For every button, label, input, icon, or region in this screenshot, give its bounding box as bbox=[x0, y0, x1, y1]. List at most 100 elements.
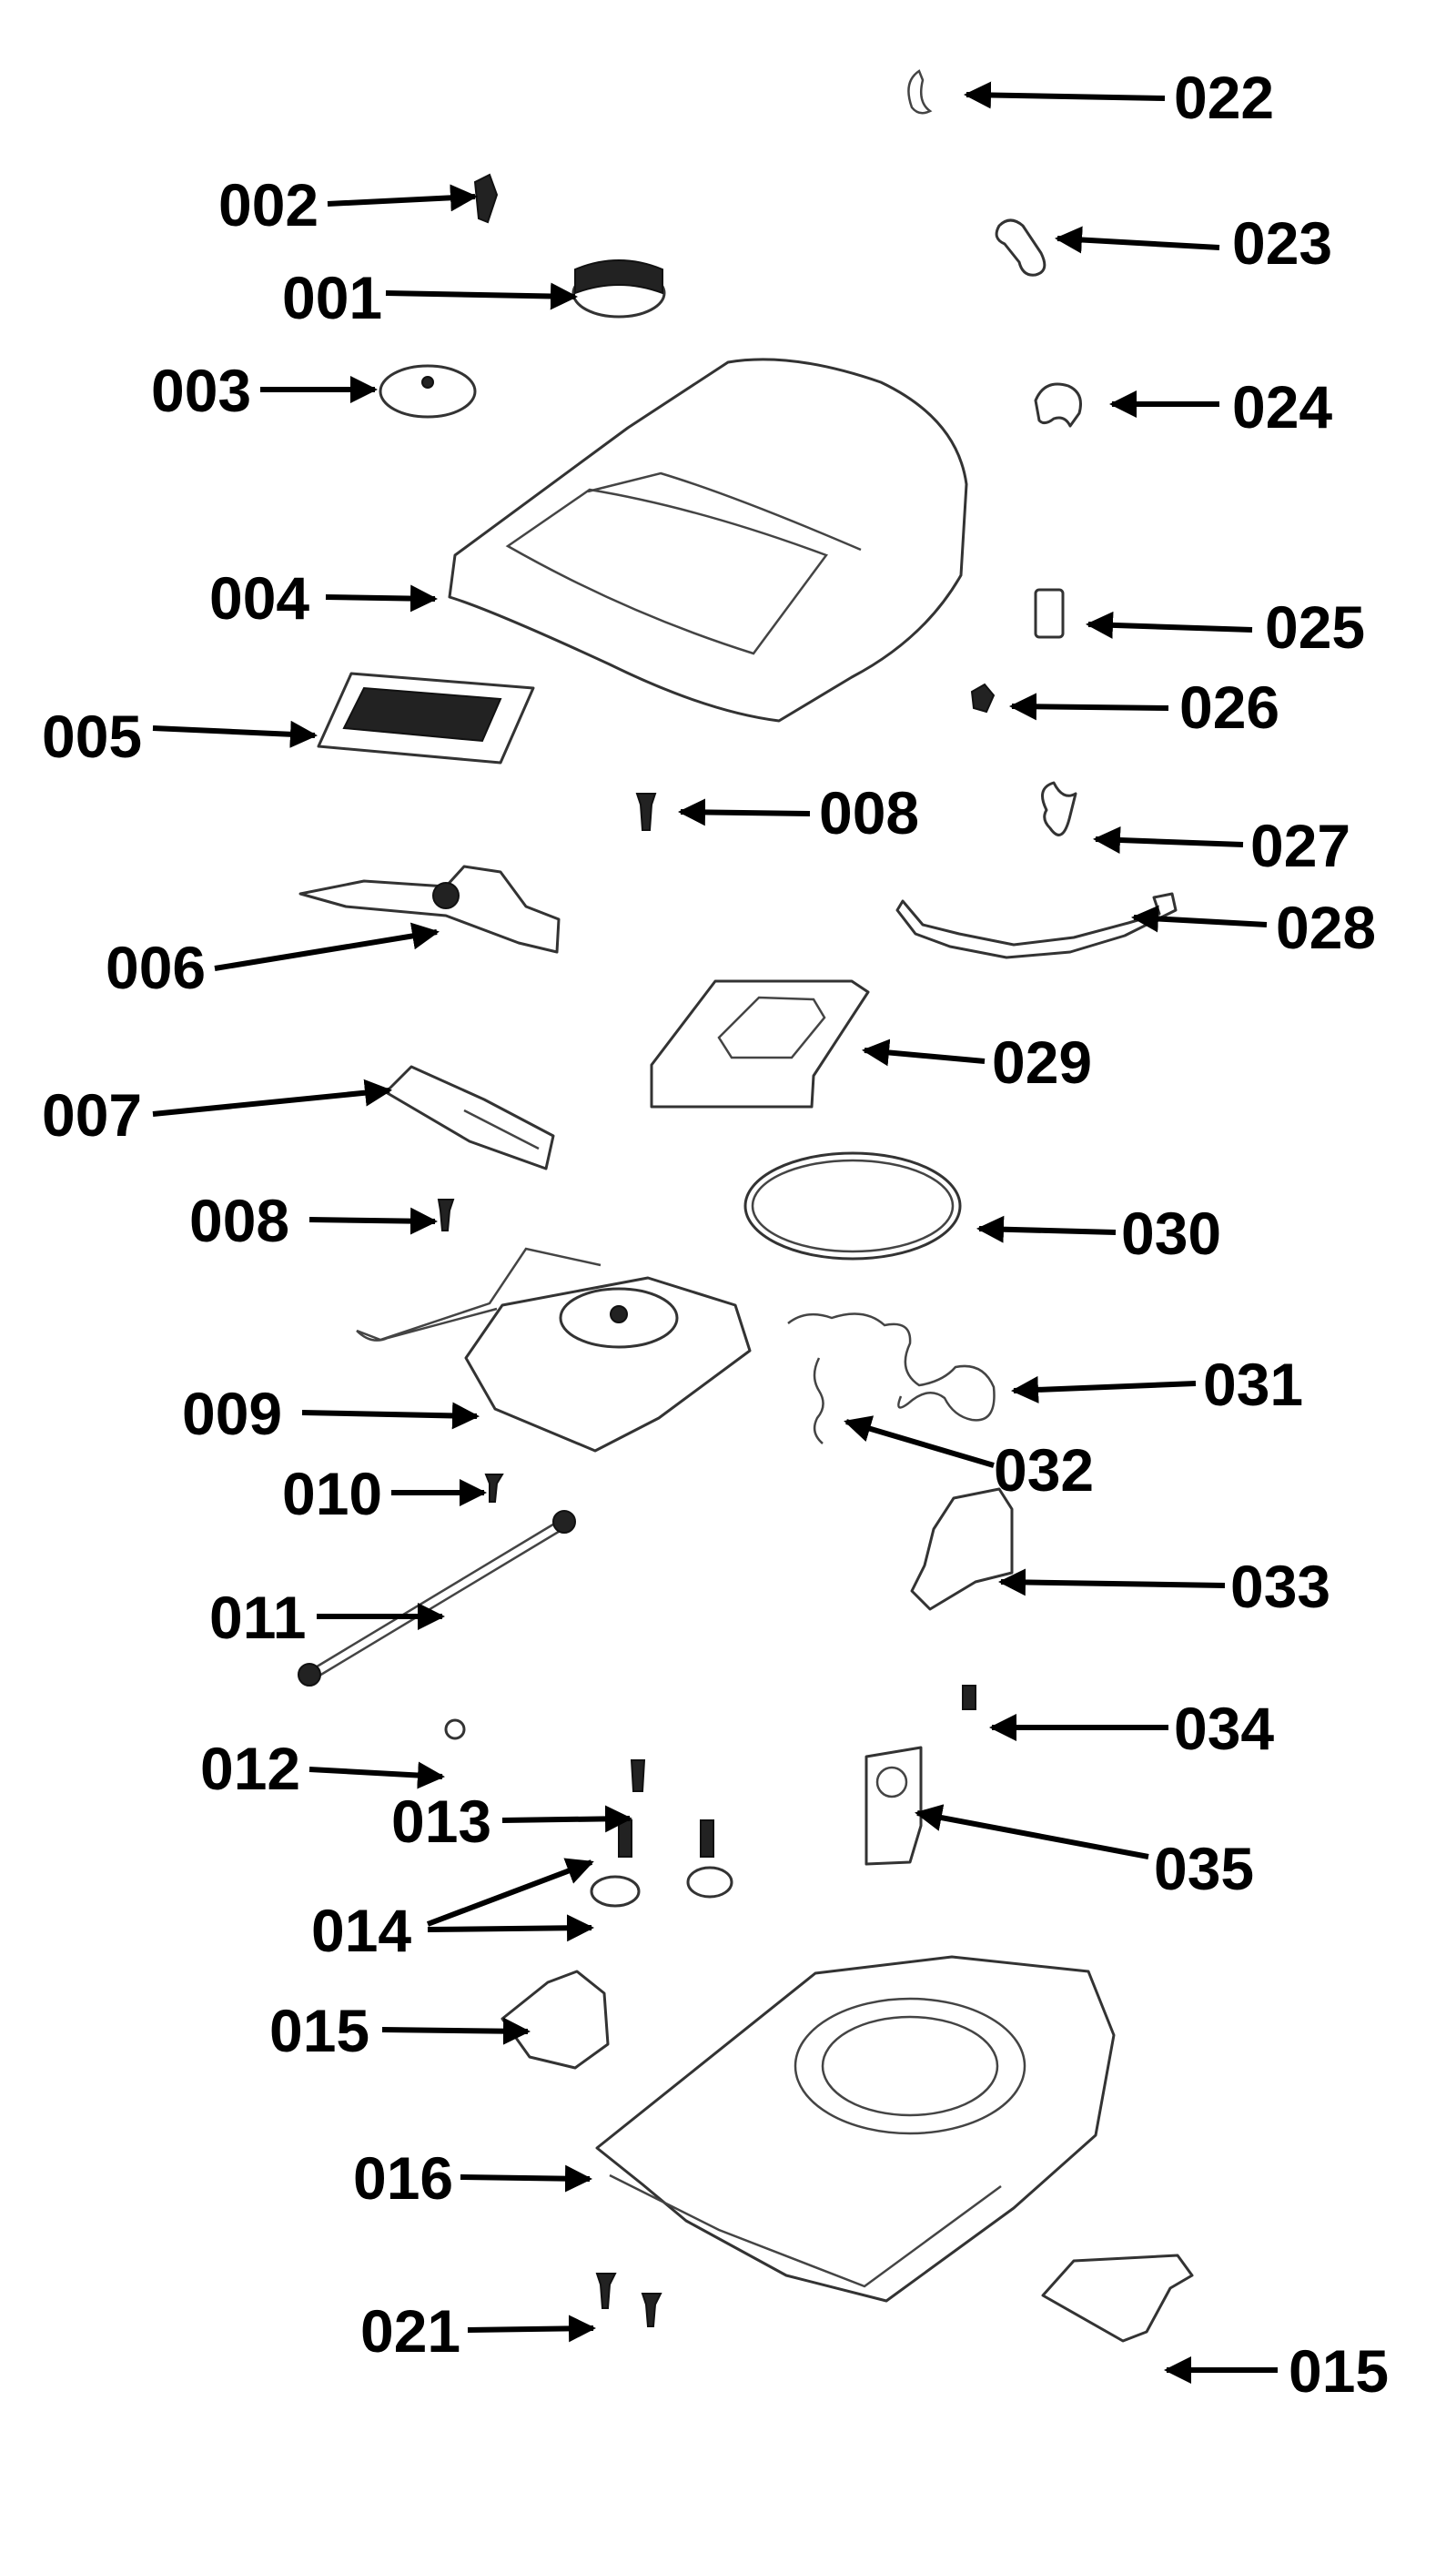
part-025 bbox=[1034, 588, 1065, 639]
callout-005: 005 bbox=[42, 703, 142, 770]
part-033 bbox=[910, 1487, 1014, 1611]
leader-014a bbox=[426, 1858, 594, 1927]
leader-008a bbox=[678, 798, 811, 826]
part-028 bbox=[895, 892, 1178, 959]
part-035-hole bbox=[875, 1766, 908, 1798]
part-006 bbox=[298, 865, 561, 954]
callout-030: 030 bbox=[1121, 1200, 1221, 1267]
part-016-bowl bbox=[794, 1997, 1026, 2135]
callout-022: 022 bbox=[1174, 64, 1274, 131]
leader-033 bbox=[998, 1568, 1226, 1596]
part-006-roller bbox=[432, 882, 460, 909]
callout-016: 016 bbox=[353, 2144, 453, 2212]
callout-028: 028 bbox=[1276, 894, 1376, 961]
leader-028 bbox=[1131, 905, 1268, 933]
part-008-upper bbox=[635, 793, 657, 831]
callout-001: 001 bbox=[282, 264, 382, 331]
leader-032 bbox=[844, 1415, 995, 1468]
leader-029 bbox=[862, 1038, 986, 1067]
part-009-lever bbox=[356, 1247, 602, 1342]
part-011-end-bottom bbox=[298, 1663, 321, 1687]
callout-034: 034 bbox=[1174, 1695, 1274, 1762]
callout-027: 027 bbox=[1250, 812, 1350, 879]
part-015-upper bbox=[500, 1970, 610, 2070]
part-029 bbox=[650, 979, 870, 1109]
callout-035: 035 bbox=[1154, 1835, 1254, 1902]
leader-030 bbox=[976, 1215, 1117, 1243]
part-016-bowl-inner bbox=[821, 2015, 999, 2117]
callout-033: 033 bbox=[1230, 1553, 1330, 1620]
leader-006 bbox=[214, 922, 440, 971]
part-001-side bbox=[574, 259, 663, 295]
part-013 bbox=[630, 1759, 646, 1792]
leader-012 bbox=[308, 1761, 445, 1789]
part-024 bbox=[1034, 382, 1082, 428]
part-004-ridge bbox=[587, 471, 862, 552]
part-031 bbox=[787, 1312, 996, 1422]
leader-015a bbox=[381, 2017, 531, 2045]
part-022 bbox=[907, 69, 933, 115]
leader-031 bbox=[1011, 1375, 1197, 1403]
part-030 bbox=[743, 1151, 962, 1261]
leader-026 bbox=[1009, 693, 1169, 721]
callout-006: 006 bbox=[106, 934, 206, 1001]
callout-008-lower: 008 bbox=[189, 1187, 289, 1254]
callout-014: 014 bbox=[311, 1897, 411, 1964]
callout-012: 012 bbox=[200, 1735, 300, 1802]
part-009 bbox=[464, 1276, 752, 1453]
part-014-right bbox=[700, 1819, 714, 1858]
leader-025 bbox=[1086, 611, 1253, 639]
part-029-window bbox=[717, 996, 826, 1059]
part-014-pad-right bbox=[686, 1866, 733, 1899]
leader-016 bbox=[460, 2164, 592, 2193]
leader-005 bbox=[152, 720, 318, 748]
leader-014b bbox=[427, 1914, 594, 1942]
part-012 bbox=[444, 1718, 466, 1740]
part-034 bbox=[962, 1685, 976, 1710]
part-003 bbox=[379, 364, 477, 419]
callout-002: 002 bbox=[218, 171, 318, 238]
callout-015-upper: 015 bbox=[269, 1997, 369, 2064]
callout-008-upper: 008 bbox=[819, 779, 919, 846]
callout-025: 025 bbox=[1265, 593, 1365, 661]
callout-032: 032 bbox=[994, 1436, 1094, 1504]
callout-009: 009 bbox=[182, 1380, 282, 1447]
leader-022 bbox=[964, 81, 1166, 109]
part-003-hub bbox=[421, 376, 434, 389]
callout-024: 024 bbox=[1232, 373, 1332, 441]
part-021-b bbox=[641, 2293, 662, 2327]
part-004 bbox=[448, 358, 968, 723]
part-008-lower bbox=[437, 1199, 455, 1231]
leader-023 bbox=[1055, 226, 1220, 254]
part-007 bbox=[384, 1065, 555, 1170]
leader-004 bbox=[325, 584, 438, 613]
callout-013: 013 bbox=[391, 1788, 491, 1855]
leader-002 bbox=[327, 184, 478, 212]
part-026 bbox=[970, 683, 996, 714]
part-011 bbox=[308, 1518, 561, 1673]
callout-029: 029 bbox=[992, 1028, 1092, 1096]
leader-008b bbox=[308, 1207, 438, 1235]
part-016-rim bbox=[609, 2173, 1002, 2288]
leader-013 bbox=[501, 1805, 632, 1833]
part-015-lower bbox=[1041, 2254, 1194, 2343]
callout-021: 021 bbox=[360, 2297, 460, 2365]
part-021-a bbox=[595, 2273, 617, 2309]
part-004-recess bbox=[505, 488, 828, 655]
callout-031: 031 bbox=[1203, 1351, 1303, 1418]
callout-011: 011 bbox=[209, 1584, 306, 1651]
part-030-inner bbox=[751, 1159, 955, 1253]
leader-021 bbox=[467, 2315, 596, 2343]
part-009-hub bbox=[610, 1305, 628, 1323]
part-011-b bbox=[314, 1525, 567, 1680]
part-007-shaft bbox=[463, 1109, 540, 1150]
callout-023: 023 bbox=[1232, 209, 1332, 277]
part-027 bbox=[1041, 781, 1077, 836]
part-035 bbox=[864, 1746, 923, 1866]
leader-001 bbox=[385, 282, 578, 310]
part-014-pad-left bbox=[590, 1875, 641, 1908]
leader-009 bbox=[301, 1402, 480, 1430]
callout-004: 004 bbox=[209, 564, 309, 632]
part-014-left bbox=[618, 1819, 632, 1858]
